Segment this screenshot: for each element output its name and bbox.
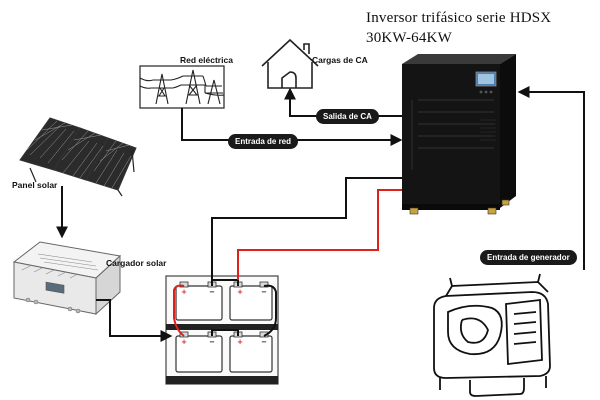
inverter-cabinet-icon <box>402 54 516 215</box>
grid-input-flow-label: Entrada de red <box>228 134 299 149</box>
ac-loads-label: Cargas de CA <box>312 55 368 65</box>
svg-text:+: + <box>237 288 243 296</box>
power-grid-icon <box>139 65 225 109</box>
solar-charger-label: Cargador solar <box>106 258 167 268</box>
svg-text:−: − <box>209 338 215 346</box>
solar-panel-icon <box>19 117 137 197</box>
svg-text:−: − <box>209 288 215 296</box>
ac-output-flow-label: Salida de CA <box>316 109 379 124</box>
solar-panel-label: Panel solar <box>12 180 58 190</box>
diagram-title-line1: Inversor trifásico serie HDSX <box>366 10 552 26</box>
grid-label: Red eléctrica <box>180 55 233 65</box>
battery-positive-wire <box>237 189 402 280</box>
generator-input-flow-label: Entrada de generador <box>480 250 577 265</box>
svg-text:−: − <box>261 338 267 346</box>
svg-text:+: + <box>181 288 187 296</box>
generator-icon <box>433 273 551 397</box>
svg-text:+: + <box>181 338 187 346</box>
diagram-title-line2: 30KW-64KW <box>366 30 452 46</box>
svg-text:−: − <box>261 288 267 296</box>
solar-charger-icon <box>12 241 122 316</box>
battery-bank-icon: + + + + − − − − <box>165 275 279 385</box>
house-icon <box>261 38 319 89</box>
svg-text:+: + <box>237 338 243 346</box>
